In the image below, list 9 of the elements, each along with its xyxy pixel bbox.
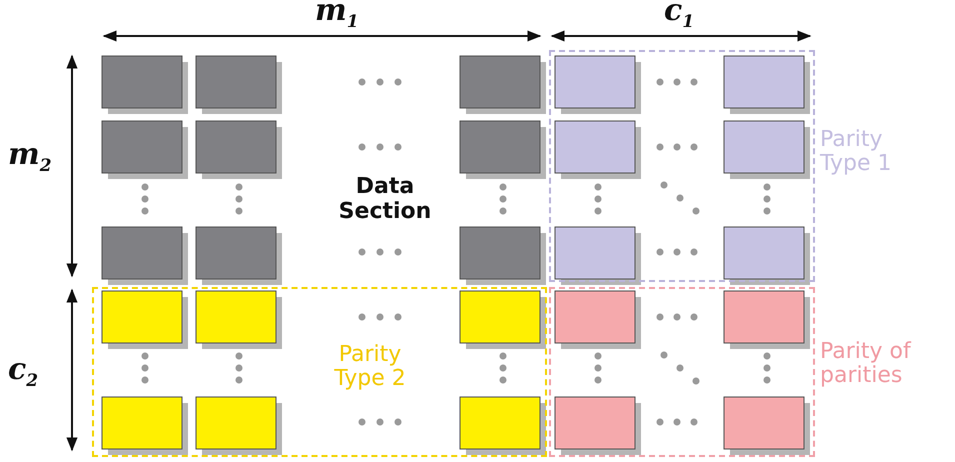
dimension-label: c$_{2}$ — [8, 355, 38, 390]
region-label: Parity of parities — [820, 340, 912, 388]
parity-region — [92, 287, 547, 457]
dimension-label: c$_{1}$ — [664, 0, 694, 31]
region-label: Parity Type 1 — [820, 128, 893, 176]
dimension-label: m$_{1}$ — [315, 0, 359, 31]
dimension-label: m$_{2}$ — [8, 140, 52, 175]
section-label: Data Section — [338, 174, 432, 225]
region-label: Parity Type 2 — [333, 343, 407, 392]
